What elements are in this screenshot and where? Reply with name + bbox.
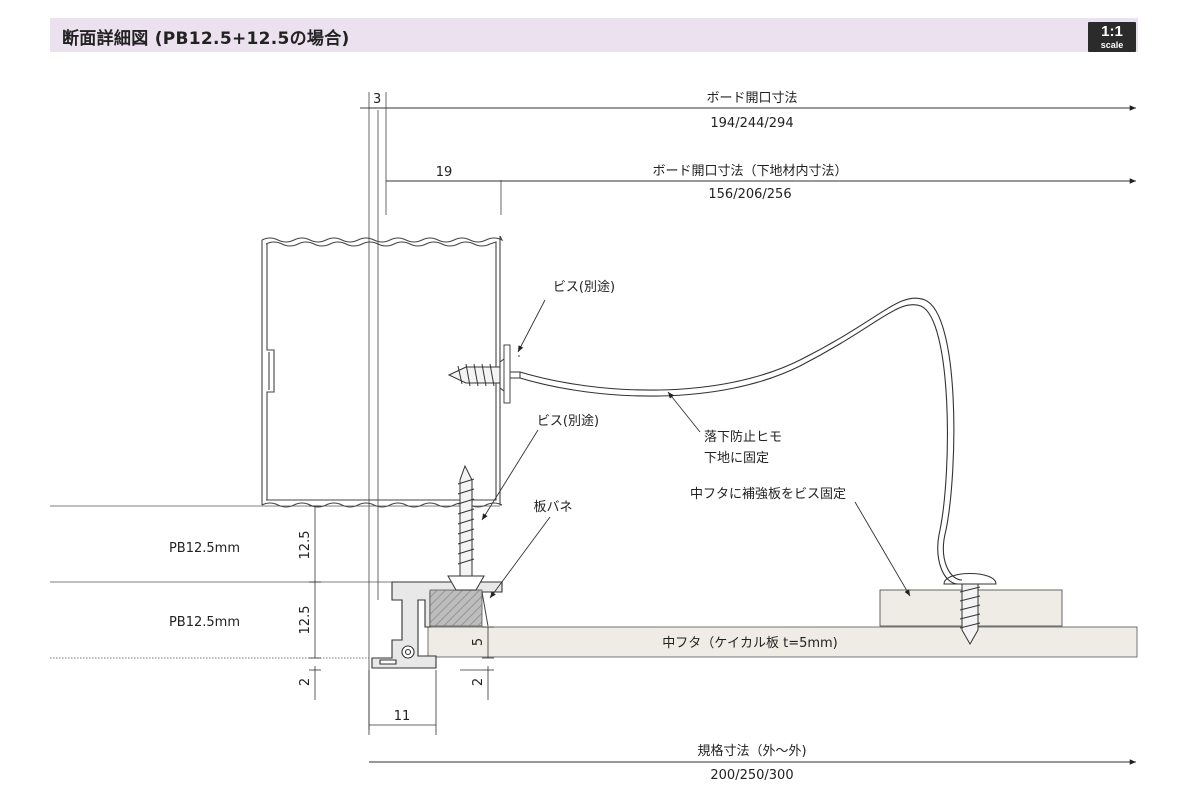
pb-lower-thickness: 12.5	[298, 606, 313, 635]
dim-board-opening: 3 ボード開口寸法 194/244/294	[360, 91, 1136, 131]
pb-upper-label: PB12.5mm	[169, 541, 240, 556]
screw-top-label: ビス(別途)	[553, 279, 615, 295]
board-opening-values: 194/244/294	[710, 116, 793, 131]
drop-cord-label-1: 落下防止ヒモ	[704, 429, 782, 445]
header-bar: 断面詳細図 (PB12.5+12.5の場合)	[50, 18, 1138, 52]
pb-lower-label: PB12.5mm	[169, 615, 240, 630]
steel-stud	[261, 235, 504, 508]
leaf-spring	[429, 589, 489, 627]
leaf-spring-label: 板バネ	[533, 500, 572, 515]
inner-lid-label: 中フタ（ケイカル板 t=5mm)	[662, 636, 838, 651]
page-title: 断面詳細図 (PB12.5+12.5の場合)	[62, 29, 350, 49]
inner-opening-label: ボード開口寸法（下地材内寸法）	[652, 163, 847, 179]
scale-badge: 1:1 scale	[1088, 22, 1136, 52]
bottom-left-gap: 2	[298, 678, 313, 686]
reinforcement-plate	[879, 573, 1063, 646]
dim-lid	[460, 626, 494, 700]
scale-ratio: 1:1	[1101, 23, 1123, 40]
annotations	[481, 299, 911, 599]
scale-word: scale	[1100, 40, 1124, 50]
dim-frame-width	[368, 670, 437, 735]
standard-label: 規格寸法（外～外)	[697, 743, 806, 759]
dim-inner-offset: 19	[436, 165, 453, 180]
lid-thickness: 5	[471, 638, 486, 646]
upper-screw	[447, 344, 521, 404]
reinforcement-label: 中フタに補強板をビス固定	[690, 487, 846, 502]
bottom-right-gap: 2	[471, 678, 486, 686]
lower-screw	[447, 464, 485, 591]
dim-inner-opening: 19 ボード開口寸法（下地材内寸法） 156/206/256	[386, 163, 1136, 202]
inner-lid: 中フタ（ケイカル板 t=5mm)	[427, 626, 1138, 658]
screw-bottom-label: ビス(別途)	[537, 413, 599, 429]
pb-upper-thickness: 12.5	[298, 531, 313, 560]
board-opening-label: ボード開口寸法	[706, 91, 797, 106]
dim-pb-thickness	[309, 505, 321, 700]
drop-cord-label-2: 下地に固定	[704, 451, 769, 466]
standard-values: 200/250/300	[710, 768, 793, 783]
inner-opening-values: 156/206/256	[708, 187, 791, 202]
dim-standard: 規格寸法（外～外) 200/250/300	[369, 743, 1136, 783]
dim-top-gap: 3	[373, 92, 381, 107]
reference-lines	[368, 92, 502, 730]
frame-width: 11	[394, 709, 411, 724]
